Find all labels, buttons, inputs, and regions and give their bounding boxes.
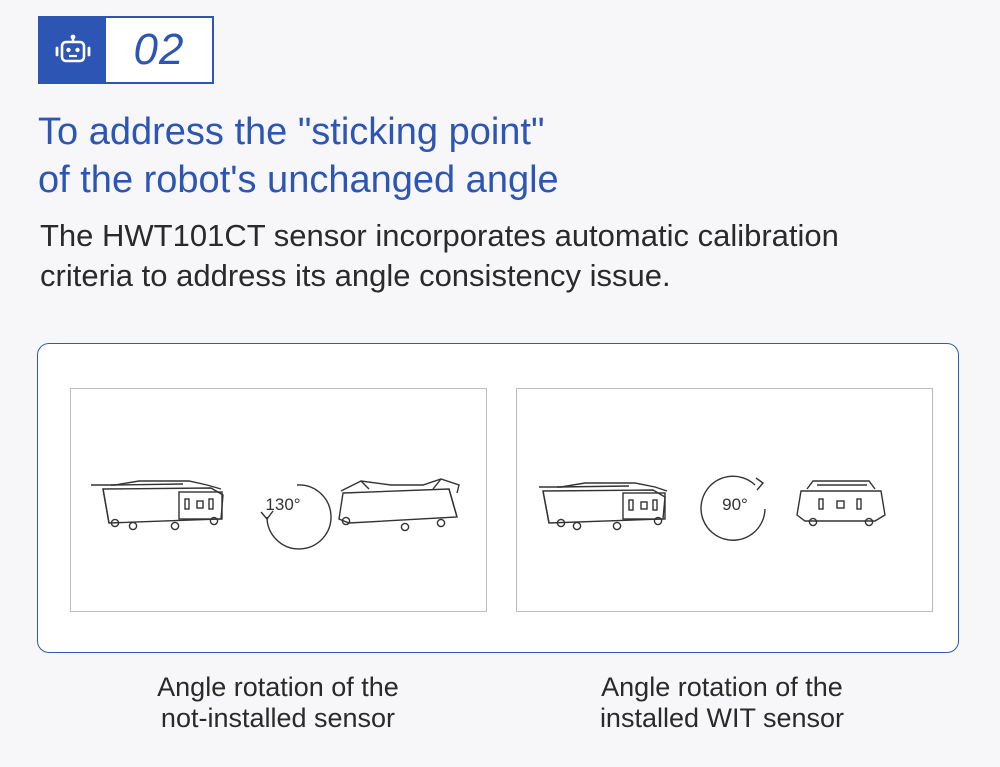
section-number: 02	[133, 25, 185, 74]
robot-before-icon	[91, 480, 224, 531]
comparison-frame-installed: 90°	[516, 388, 933, 612]
subtitle-line-2: criteria to address its angle consistenc…	[40, 258, 671, 293]
robot-after-icon	[796, 480, 886, 527]
rotation-arrow-90-icon	[700, 475, 766, 541]
robot-before-icon	[539, 482, 668, 531]
badge-icon-box	[40, 18, 106, 82]
section-badge: 02	[38, 16, 214, 84]
caption-not-installed: Angle rotation of the not-installed sens…	[68, 672, 488, 734]
robot-after-icon	[338, 478, 460, 532]
title-line-1: To address the "sticking point"	[38, 111, 545, 153]
comparison-frame-not-installed: 130°	[70, 388, 487, 612]
page-title: To address the "sticking point" of the r…	[38, 108, 938, 204]
rotation-angle-label: 130°	[265, 495, 300, 514]
rotation-arrow-130-icon	[260, 484, 332, 550]
page-subtitle: The HWT101CT sensor incorporates automat…	[40, 216, 960, 296]
rotation-illustration-installed: 90°	[539, 475, 886, 541]
comparison-panel: 130°	[37, 343, 959, 653]
robot-icon	[55, 34, 91, 63]
rotation-angle-label: 90°	[722, 495, 748, 514]
title-line-2: of the robot's unchanged angle	[38, 159, 559, 201]
caption-line-1: Angle rotation of the	[601, 672, 843, 702]
rotation-illustration-not-installed: 130°	[91, 478, 460, 550]
subtitle-line-1: The HWT101CT sensor incorporates automat…	[40, 218, 839, 253]
caption-line-2: not-installed sensor	[160, 703, 396, 733]
caption-line-2: installed WIT sensor	[599, 703, 845, 733]
caption-line-1: Angle rotation of the	[157, 672, 399, 702]
caption-installed: Angle rotation of the installed WIT sens…	[512, 672, 932, 734]
